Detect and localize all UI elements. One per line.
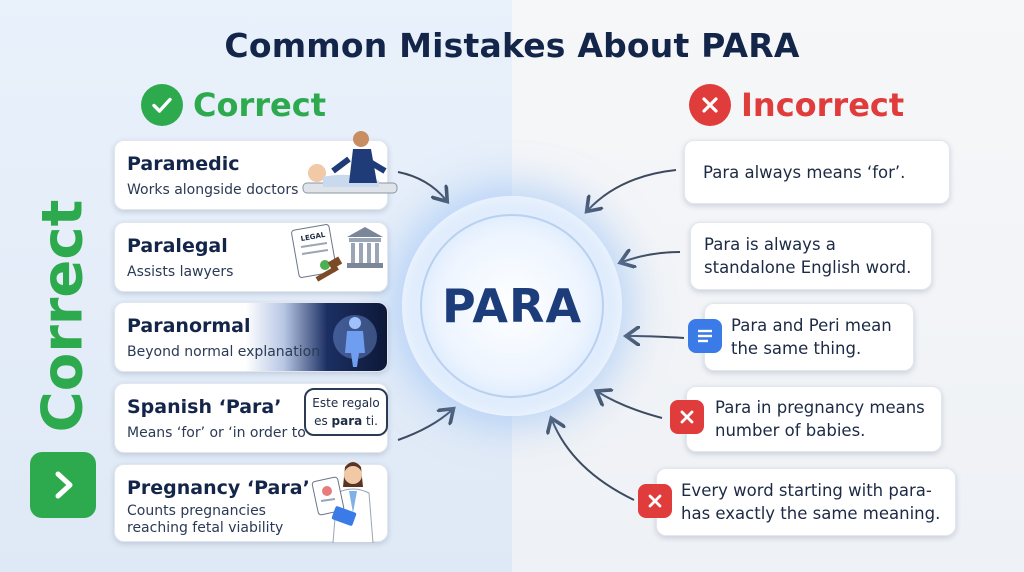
x-icon	[670, 400, 704, 434]
correct-card-paranormal: Paranormal Beyond normal explanation	[114, 302, 388, 372]
correct-heading-label: Correct	[193, 86, 326, 124]
x-circle-icon	[689, 84, 731, 126]
incorrect-card-5: Every word starting with para- has exact…	[656, 468, 956, 536]
arrow-incorrect-4	[598, 392, 663, 419]
correct-card-paralegal: Paralegal Assists lawyers LEGAL	[114, 222, 388, 292]
page-title: Common Mistakes About PARA	[224, 26, 800, 65]
incorrect-card-3: Para and Peri mean the same thing.	[704, 303, 914, 371]
center-ring	[420, 214, 604, 398]
card-title: Pregnancy ‘Para’	[127, 477, 310, 499]
incorrect-heading-label: Incorrect	[741, 86, 905, 124]
bubble-line-2: es para ti.	[314, 414, 378, 428]
doctor-illustration	[311, 462, 374, 543]
card-title: Paralegal	[127, 235, 228, 257]
incorrect-line-2: the same thing.	[731, 339, 862, 358]
arrow-paramedic	[397, 171, 446, 200]
speech-bubble: Este regalo es para ti.	[304, 388, 388, 436]
card-title: Spanish ‘Para’	[127, 396, 282, 418]
correct-card-paramedic: Paramedic Works alongside doctors	[114, 131, 398, 210]
arrow-incorrect-3	[628, 336, 685, 338]
incorrect-card-2: Para is always a standalone English word…	[690, 222, 932, 290]
correct-card-pregnancy: Pregnancy ‘Para’ Counts pregnancies reac…	[114, 462, 388, 543]
card-subtitle: Counts pregnancies reaching fetal viabil…	[127, 503, 284, 536]
x-icon	[638, 484, 672, 518]
incorrect-card-1: Para always means ‘for’.	[684, 140, 950, 204]
arrow-incorrect-2	[622, 252, 681, 262]
incorrect-line-2: has exactly the same meaning.	[681, 504, 941, 523]
incorrect-line-2: standalone English word.	[704, 258, 912, 277]
incorrect-text: Para always means ‘for’.	[703, 163, 906, 182]
card-subtitle: Means ‘for’ or ‘in order to’	[127, 425, 311, 441]
card-title: Paramedic	[127, 153, 240, 175]
card-subtitle: Beyond normal explanation	[127, 344, 321, 360]
incorrect-line-2: number of babies.	[715, 421, 866, 440]
bubble-line-1: Este regalo	[312, 396, 380, 410]
incorrect-heading: Incorrect	[689, 82, 904, 128]
incorrect-line-1: Every word starting with para-	[681, 481, 932, 500]
incorrect-card-4: Para in pregnancy means number of babies…	[686, 386, 942, 452]
incorrect-line-1: Para in pregnancy means	[715, 398, 925, 417]
check-circle-icon	[141, 84, 183, 126]
arrow-incorrect-1	[588, 169, 677, 210]
ghost-figure-illustration	[333, 315, 377, 367]
arrow-spanish	[397, 410, 452, 441]
center-label: PARA	[441, 279, 583, 333]
incorrect-line-1: Para is always a	[704, 235, 836, 254]
card-title: Paranormal	[127, 315, 251, 337]
correct-heading: Correct	[141, 82, 326, 128]
document-icon	[688, 319, 722, 353]
card-subtitle: Assists lawyers	[127, 264, 234, 280]
incorrect-line-1: Para and Peri mean	[731, 316, 892, 335]
paramedic-illustration	[302, 131, 398, 194]
card-subtitle: Works alongside doctors	[127, 182, 299, 198]
arrow-incorrect-5	[552, 420, 635, 501]
legal-illustration: LEGAL	[291, 224, 383, 282]
chevron-right-icon	[30, 452, 96, 518]
